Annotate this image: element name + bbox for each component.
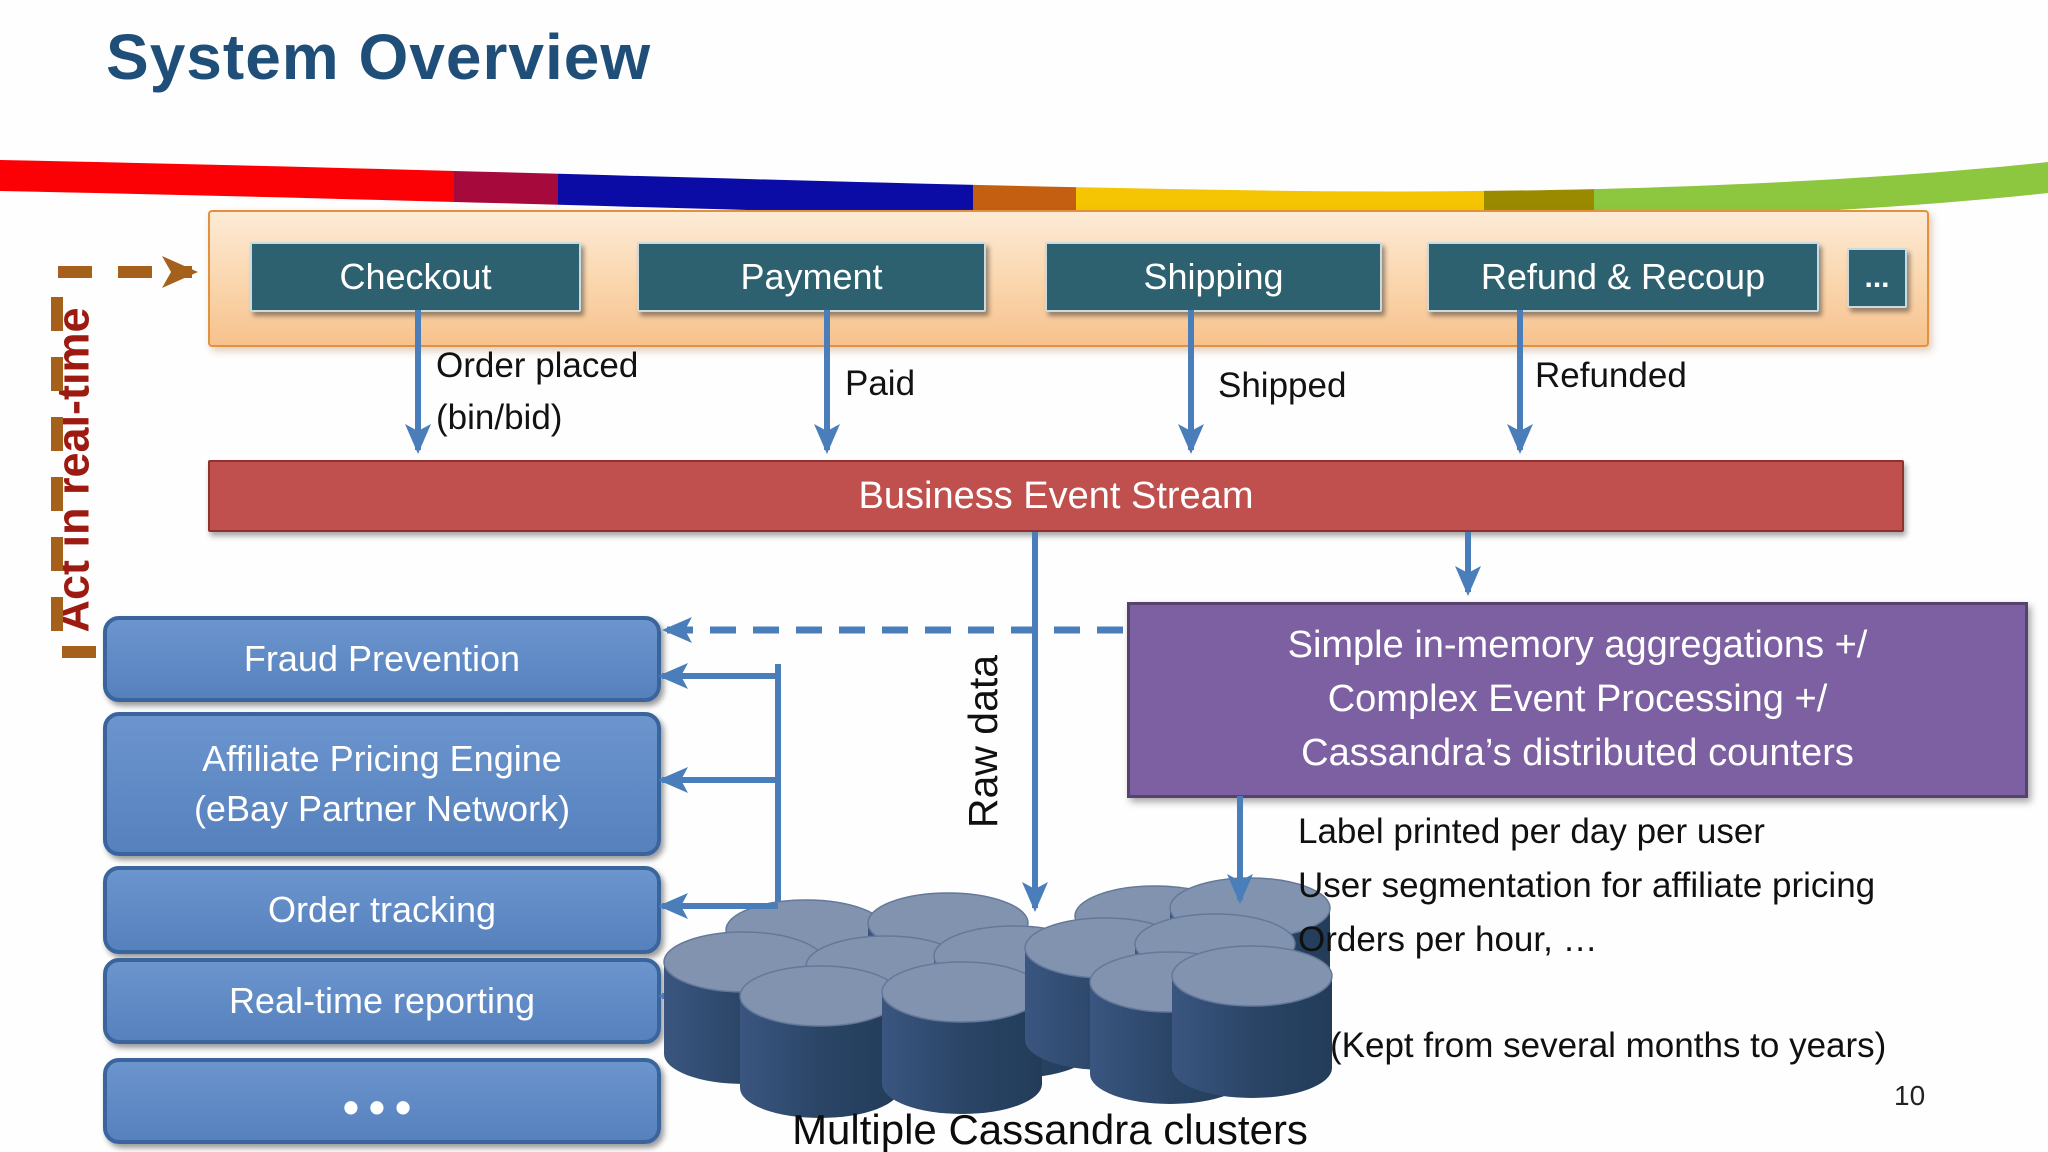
system-box-checkout: Checkout: [250, 242, 581, 312]
system-box-payment-label: Payment: [740, 256, 883, 297]
cassandra-clusters-caption: Multiple Cassandra clusters: [792, 1106, 1308, 1152]
system-box-more-label: ...: [1864, 261, 1890, 294]
cassandra-cylinder: [663, 931, 825, 1085]
event-label-paid: Paid: [845, 364, 916, 403]
consumer-box-more: •••: [103, 1058, 661, 1144]
business-event-stream-bar: Business Event Stream: [208, 460, 1904, 532]
processing-box: Simple in-memory aggregations +/ Complex…: [1127, 602, 2028, 798]
aggregation-example-2: User segmentation for affiliate pricing: [1298, 866, 1876, 905]
consumer-box-affiliate-line-2: (eBay Partner Network): [193, 788, 571, 829]
event-label-order-placed: Order placed: [436, 346, 639, 385]
system-box-payment: Payment: [637, 242, 986, 312]
event-label-bin-bid: (bin/bid): [436, 398, 563, 437]
consumer-box-fraud-prevention-label: Fraud Prevention: [243, 638, 521, 680]
cassandra-cylinder: [1024, 917, 1186, 1071]
storage-to-consumers-trunk: [658, 664, 781, 1009]
processing-line-2: Complex Event Processing +/: [1327, 678, 1828, 721]
system-box-more: ...: [1847, 248, 1907, 308]
cassandra-cylinder: [933, 925, 1095, 1079]
system-box-shipping: Shipping: [1045, 242, 1382, 312]
processing-line-1: Simple in-memory aggregations +/: [1287, 624, 1868, 667]
consumer-box-realtime-reporting-label: Real-time reporting: [228, 980, 536, 1022]
raw-data-label: Raw data: [942, 556, 1026, 926]
event-label-shipped: Shipped: [1218, 366, 1347, 405]
consumer-box-affiliate-pricing: Affiliate Pricing Engine (eBay Partner N…: [103, 712, 661, 856]
cassandra-cylinder: [881, 961, 1043, 1115]
page-title: System Overview: [106, 21, 652, 93]
consumer-box-realtime-reporting: Real-time reporting: [103, 958, 661, 1044]
consumer-box-order-tracking-label: Order tracking: [267, 889, 497, 931]
page-number: 10: [1894, 1080, 1926, 1111]
business-event-stream-label: Business Event Stream: [858, 474, 1254, 517]
consumer-box-fraud-prevention: Fraud Prevention: [103, 616, 661, 702]
cassandra-cylinder: [1089, 951, 1251, 1105]
cassandra-cylinder: [739, 965, 901, 1119]
system-box-refund-recoup-label: Refund & Recoup: [1480, 256, 1766, 297]
aggregation-example-3: Orders per hour, …: [1298, 920, 1598, 959]
raw-data-text: Raw data: [960, 654, 1007, 828]
system-box-shipping-label: Shipping: [1143, 256, 1284, 297]
processing-line-3: Cassandra’s distributed counters: [1301, 731, 1854, 774]
retention-note: (Kept from several months to years): [1330, 1026, 1887, 1065]
aggregation-example-1: Label printed per day per user: [1298, 812, 1765, 851]
system-box-refund-recoup: Refund & Recoup: [1427, 242, 1819, 312]
cassandra-cylinder: [1134, 913, 1296, 1067]
act-in-real-time-text: Act in real-time: [48, 307, 99, 633]
cassandra-cylinder: [1074, 885, 1236, 1039]
consumer-box-more-label: •••: [342, 1081, 422, 1134]
consumer-box-order-tracking: Order tracking: [103, 866, 661, 954]
cassandra-cylinder: [725, 899, 887, 1053]
cassandra-cylinder: [1171, 945, 1333, 1099]
consumer-box-affiliate-line-1: Affiliate Pricing Engine: [202, 738, 562, 780]
cassandra-cylinder: [805, 935, 967, 1089]
event-label-refunded: Refunded: [1535, 356, 1687, 395]
system-box-checkout-label: Checkout: [339, 256, 492, 297]
